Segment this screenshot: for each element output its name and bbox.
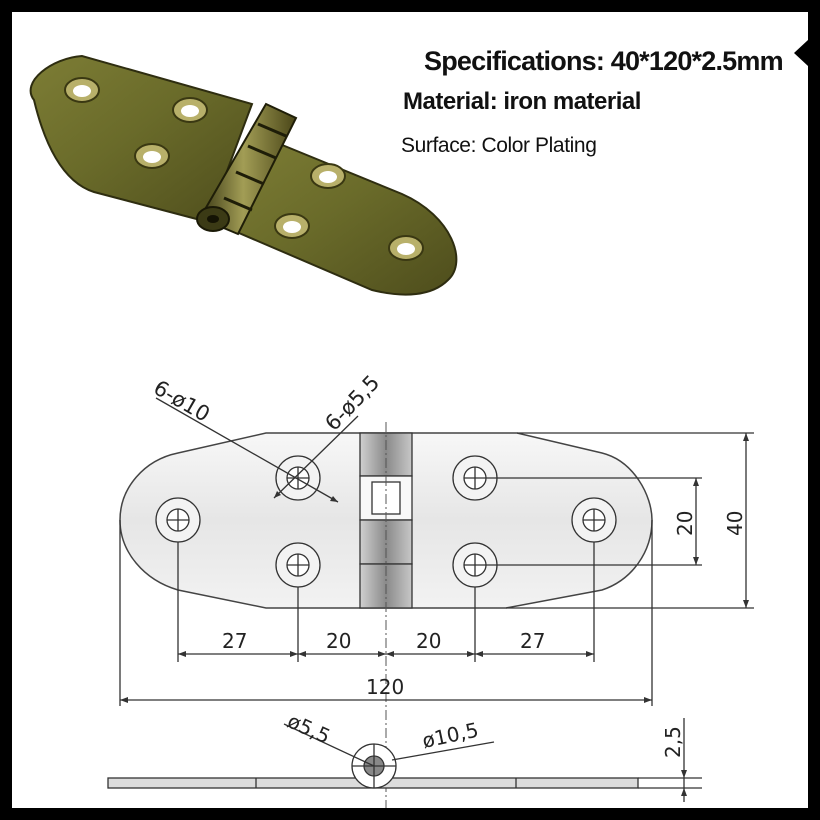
label-dim-20-right: 20	[416, 629, 441, 653]
label-dim-27-left: 27	[222, 629, 247, 653]
leader-small-hole	[273, 415, 359, 499]
label-knuckle-diameter: ø10,5	[420, 718, 481, 753]
label-dim-27-right: 27	[520, 629, 545, 653]
spec-material: Material: iron material	[403, 88, 641, 115]
drawing-hole	[452, 455, 498, 501]
hinge-knuckle	[196, 102, 298, 236]
spec-title: Specifications: 40*120*2.5mm	[424, 46, 784, 76]
label-dim-40-vertical: 40	[723, 511, 747, 536]
label-hole-large: 6-ø10	[150, 376, 214, 427]
leader-pin-diameter	[283, 723, 375, 767]
drawing-hole	[275, 455, 321, 501]
drawing-hole	[275, 542, 321, 588]
drawing-screw-holes	[155, 455, 617, 588]
label-dim-120: 120	[366, 675, 404, 699]
leader-large-hole	[155, 397, 339, 503]
label-dim-20-vertical: 20	[673, 511, 697, 536]
label-hole-small: 6-ø5,5	[320, 370, 384, 435]
product-frame: 6-ø10 6-ø5,5 27 20 20 27 120 20 40 ø5,5 …	[12, 12, 808, 808]
label-pin-diameter: ø5,5	[284, 709, 334, 749]
label-dim-20-left: 20	[326, 629, 351, 653]
label-thickness: 2,5	[661, 726, 685, 758]
spec-surface: Surface: Color Plating	[401, 134, 597, 157]
corner-arrow-icon	[794, 40, 808, 66]
hinge-illustration: 6-ø10 6-ø5,5 27 20 20 27 120 20 40 ø5,5 …	[29, 54, 754, 808]
photo-screw-holes	[64, 77, 424, 261]
hinge-photo	[29, 54, 458, 296]
drawing-hole	[571, 497, 617, 543]
dimension-arrows	[120, 433, 749, 796]
drawing-hole	[155, 497, 201, 543]
leader-knuckle-diameter	[391, 741, 495, 761]
